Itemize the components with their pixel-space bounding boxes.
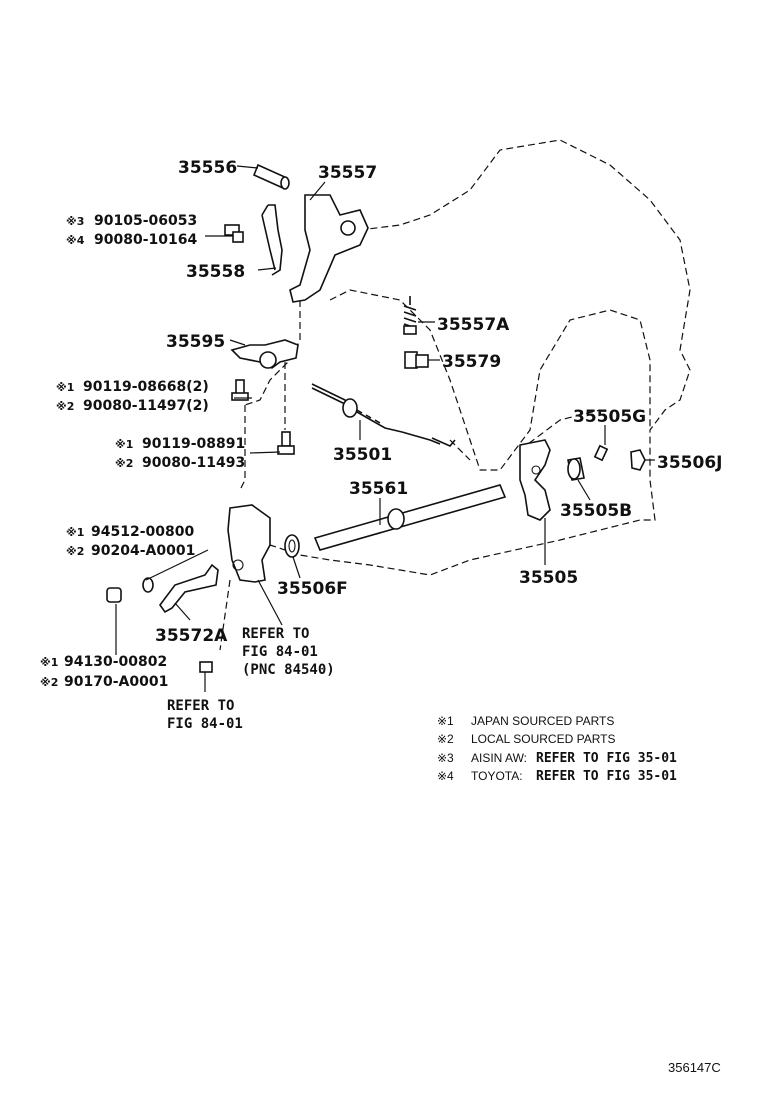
bolt-f-number: 90080-11493 bbox=[142, 455, 245, 471]
clip-b-number: 90204-A0001 bbox=[91, 543, 195, 559]
legend-2-text: LOCAL SOURCED PARTS bbox=[471, 732, 615, 746]
legend-3-mark: ※3 bbox=[437, 751, 454, 765]
label-35506f: 35506F bbox=[277, 579, 348, 599]
part-35579-plug bbox=[404, 351, 440, 369]
mark-clip-a: ※1 bbox=[66, 526, 84, 539]
clip-94512-00800 bbox=[142, 577, 154, 593]
label-35557: 35557 bbox=[318, 163, 377, 183]
mark-clip-b: ※2 bbox=[66, 545, 84, 558]
mark-bolt-b: ※4 bbox=[66, 234, 85, 247]
legend-4-text: TOYOTA: bbox=[471, 769, 523, 783]
clip-a-number: 94512-00800 bbox=[91, 524, 194, 540]
part-35556-pin bbox=[236, 163, 290, 190]
mark-bolt-a: ※3 bbox=[66, 215, 84, 228]
bolt-b-number: 90080-10164 bbox=[94, 232, 197, 248]
label-35561: 35561 bbox=[349, 479, 408, 499]
part-35595-clamp bbox=[229, 339, 299, 430]
part-35506f-seal bbox=[284, 534, 301, 579]
bolt-d-number: 90080-11497(2) bbox=[83, 398, 209, 414]
label-35505: 35505 bbox=[519, 568, 578, 588]
refer2-line1: REFER TO bbox=[167, 698, 234, 714]
legend: ※1 JAPAN SOURCED PARTS ※2 LOCAL SOURCED … bbox=[437, 714, 677, 784]
refer2-line2: FIG 84-01 bbox=[167, 716, 243, 732]
label-35505g: 35505G bbox=[573, 407, 646, 427]
legend-4-ref: REFER TO FIG 35-01 bbox=[536, 769, 677, 784]
mark-bolt-d: ※2 bbox=[56, 400, 74, 413]
part-35557-lever bbox=[289, 181, 369, 303]
legend-1-text: JAPAN SOURCED PARTS bbox=[471, 714, 614, 728]
mark-nut-a: ※1 bbox=[40, 656, 58, 669]
mark-bolt-c: ※1 bbox=[56, 381, 74, 394]
part-35572a-lever bbox=[159, 563, 219, 621]
bolt-a-number: 90105-06053 bbox=[94, 213, 197, 229]
label-35572a: 35572A bbox=[155, 626, 228, 646]
mark-bolt-e: ※1 bbox=[115, 438, 133, 451]
label-35557a: 35557A bbox=[437, 315, 510, 335]
part-labels: 35556 35557 35558 35595 35557A 35579 355… bbox=[155, 158, 722, 646]
refer1-line3: (PNC 84540) bbox=[242, 662, 335, 678]
label-35505b: 35505B bbox=[560, 501, 632, 521]
bolt-refer-84-01 bbox=[199, 661, 213, 692]
legend-2-mark: ※2 bbox=[437, 732, 454, 746]
refer1-line1: REFER TO bbox=[242, 626, 309, 642]
legend-1-mark: ※1 bbox=[437, 714, 454, 728]
label-35579: 35579 bbox=[442, 352, 501, 372]
part-35558-bracket bbox=[257, 204, 283, 276]
bolt-e-number: 90119-08891 bbox=[142, 436, 245, 452]
part-35506j-clip bbox=[630, 449, 655, 471]
label-35506j: 35506J bbox=[657, 453, 722, 473]
fastener-labels: ※3 90105-06053 ※4 90080-10164 ※1 90119-0… bbox=[40, 213, 281, 690]
part-35505g-pin bbox=[593, 425, 609, 462]
legend-4-mark: ※4 bbox=[437, 769, 454, 783]
transmission-housing-outline bbox=[239, 139, 691, 576]
bolt-90119-08668 bbox=[231, 379, 249, 401]
bolt-90105-06053 bbox=[224, 224, 244, 243]
legend-3-ref: REFER TO FIG 35-01 bbox=[536, 751, 677, 766]
label-35595: 35595 bbox=[166, 332, 225, 352]
label-35556: 35556 bbox=[178, 158, 237, 178]
bolt-90119-08891 bbox=[277, 431, 295, 455]
label-35501: 35501 bbox=[333, 445, 392, 465]
part-35557a-spring bbox=[403, 296, 435, 335]
part-35505-bracket bbox=[519, 439, 551, 565]
part-35501-rod bbox=[311, 383, 456, 447]
refer-notes: REFER TO FIG 84-01 (PNC 84540) REFER TO … bbox=[167, 626, 335, 732]
nut-b-number: 90170-A0001 bbox=[64, 674, 168, 690]
refer1-line2: FIG 84-01 bbox=[242, 644, 318, 660]
mark-nut-b: ※2 bbox=[40, 676, 58, 689]
legend-3-text: AISIN AW: bbox=[471, 751, 527, 765]
neutral-start-switch bbox=[219, 504, 283, 651]
mark-bolt-f: ※2 bbox=[115, 457, 133, 470]
nut-94130-00802 bbox=[106, 587, 122, 655]
bolt-c-number: 90119-08668(2) bbox=[83, 379, 209, 395]
part-35561-shaft bbox=[313, 484, 507, 551]
nut-a-number: 94130-00802 bbox=[64, 654, 167, 670]
label-35558: 35558 bbox=[186, 262, 245, 282]
part-35505b-sleeve bbox=[567, 457, 591, 501]
figure-id: 356147C bbox=[668, 1060, 721, 1075]
